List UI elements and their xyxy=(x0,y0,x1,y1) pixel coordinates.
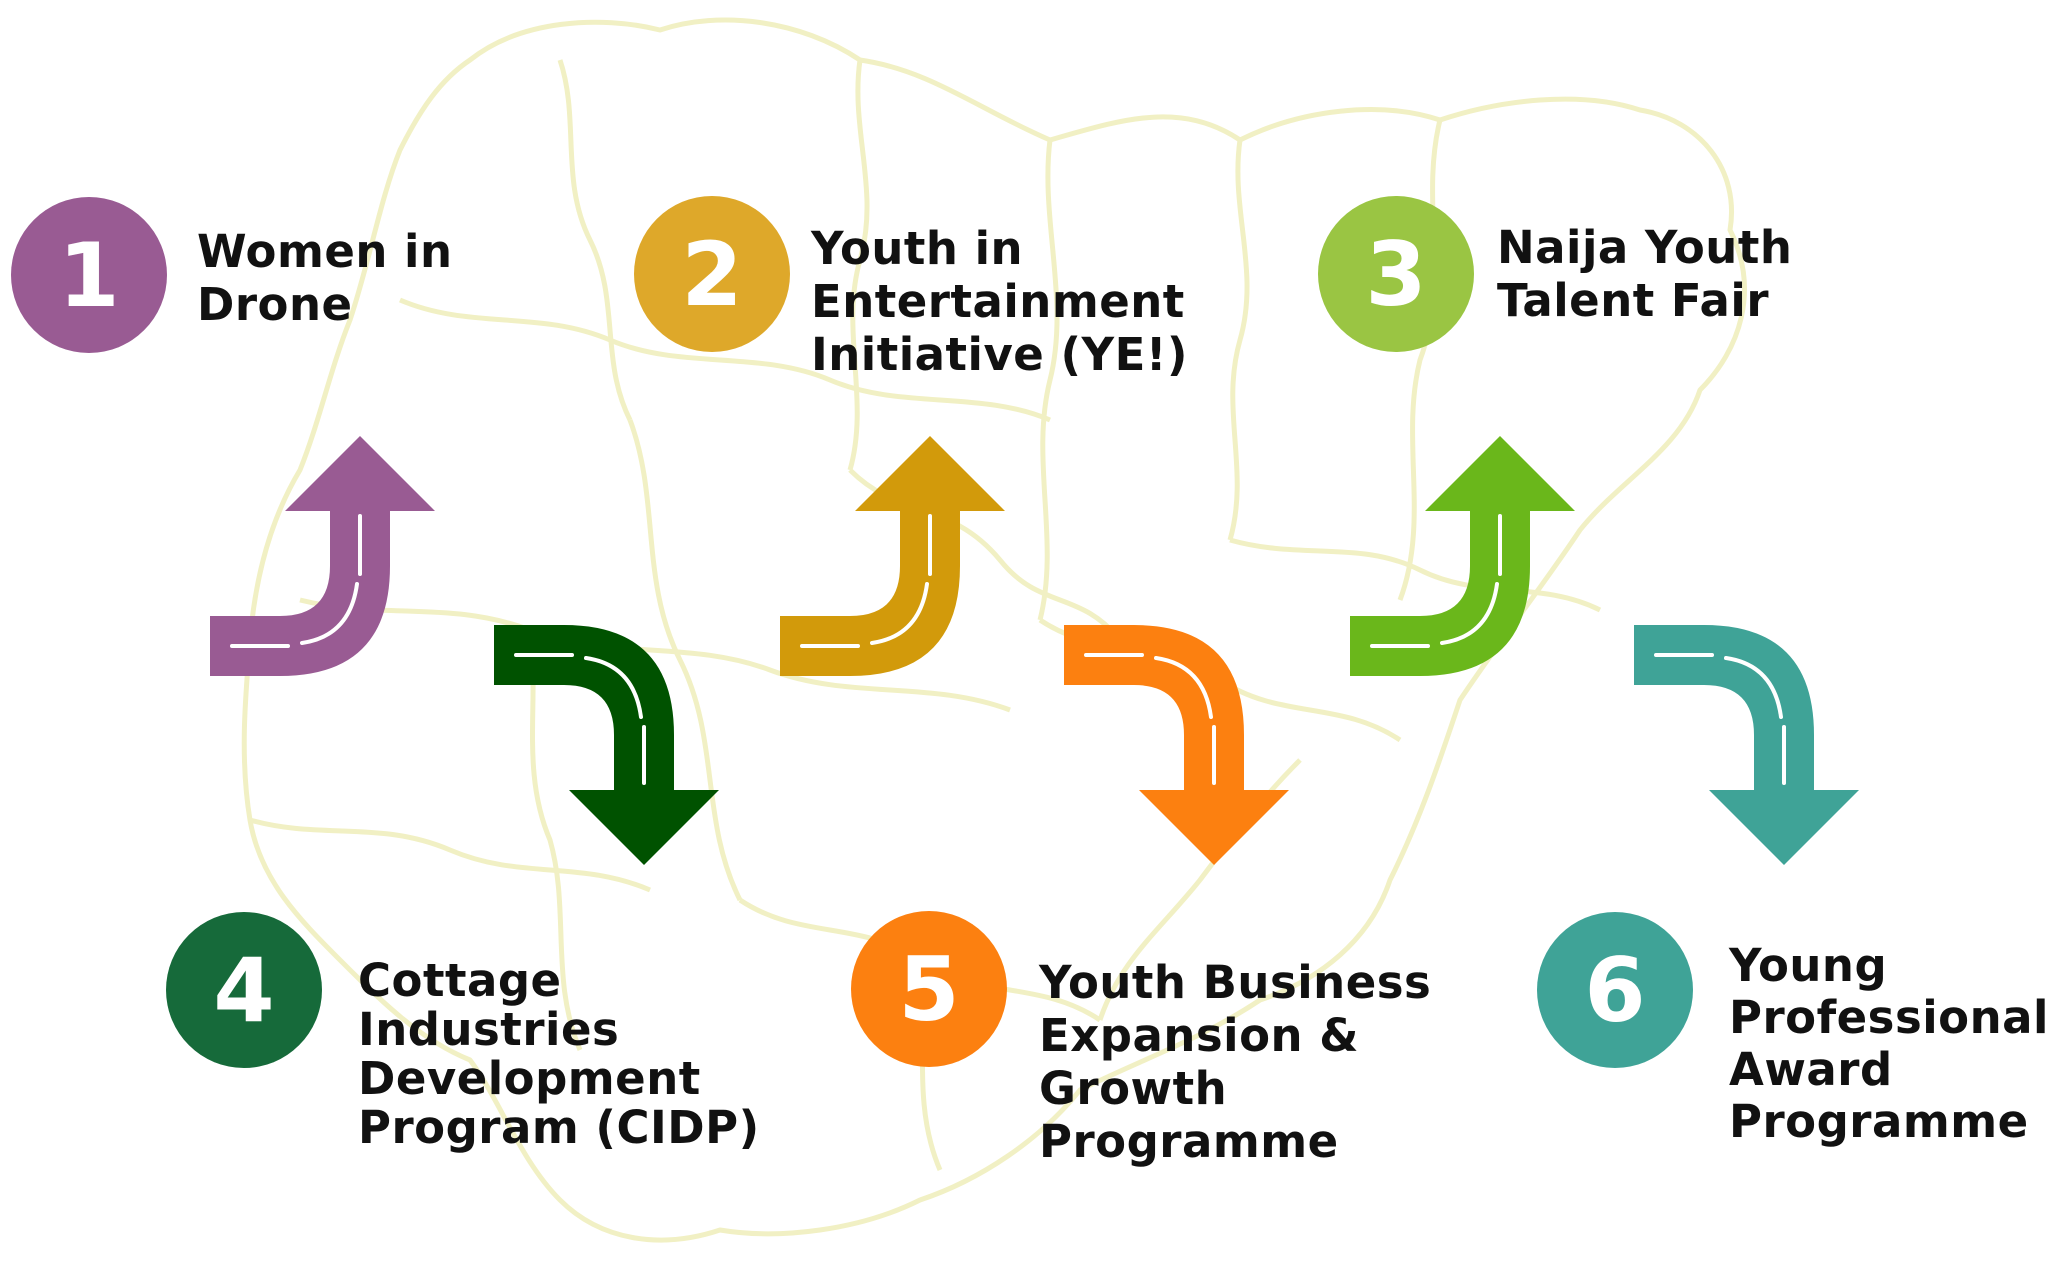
arrow-body-1 xyxy=(210,436,435,676)
step-5-label-line-4: Programme xyxy=(1039,1115,1339,1168)
arrow-lane-marking-4-2 xyxy=(1154,656,1213,719)
arrow-body-2 xyxy=(494,625,719,865)
step-3-label-line-2: Talent Fair xyxy=(1497,274,1770,327)
step-1-badge: 1 xyxy=(11,197,167,353)
arrow-lane-marking-1-2 xyxy=(300,582,359,645)
step-4-label: Cottage Industries Development Program (… xyxy=(358,956,760,1152)
step-1-label-line-1: Women in xyxy=(197,225,453,278)
step-1-label-line-2: Drone xyxy=(197,278,353,331)
step-6-label: Young Professionals Award Programme xyxy=(1729,940,2049,1148)
arrow-lane-marking-5-2 xyxy=(1440,582,1499,645)
step-4-label-line-2: Industries xyxy=(358,1003,620,1056)
step-4-label-line-3: Development xyxy=(358,1052,701,1105)
step-4-label-line-1: Cottage xyxy=(358,954,562,1007)
step-3-label-line-1: Naija Youth xyxy=(1497,221,1793,274)
step-2-label-line-3: Initiative (YE!) xyxy=(811,328,1188,381)
arrow-lane-marking-6-2 xyxy=(1724,656,1783,719)
step-6-label-line-3: Award xyxy=(1729,1043,1893,1096)
step-5-label-line-1: Youth Business xyxy=(1039,956,1432,1009)
step-3-label: Naija Youth Talent Fair xyxy=(1497,221,1792,327)
curved-down-arrow-4 xyxy=(1064,625,1289,865)
arrow-body-4 xyxy=(1064,625,1289,865)
step-4-label-line-4: Program (CIDP) xyxy=(358,1101,760,1154)
step-5-badge: 5 xyxy=(851,911,1007,1067)
curved-up-arrow-5 xyxy=(1350,436,1575,676)
step-1-label: Women in Drone xyxy=(197,225,453,331)
step-5-label: Youth Business Expansion & Growth Progra… xyxy=(1039,956,1431,1168)
step-2-label-line-2: Entertainment xyxy=(811,275,1185,328)
step-5-label-line-3: Growth xyxy=(1039,1062,1228,1115)
arrow-lane-marking-3-2 xyxy=(870,582,929,645)
curved-up-arrow-1 xyxy=(210,436,435,676)
step-6-label-line-1: Young xyxy=(1729,939,1888,992)
arrow-body-6 xyxy=(1634,625,1859,865)
step-4-badge: 4 xyxy=(166,912,322,1068)
arrow-body-3 xyxy=(780,436,1005,676)
arrow-lane-marking-2-2 xyxy=(584,656,643,719)
step-6-label-line-2: Professionals xyxy=(1729,991,2049,1044)
step-2-label-line-1: Youth in xyxy=(811,222,1024,275)
arrow-body-5 xyxy=(1350,436,1575,676)
step-3-badge: 3 xyxy=(1318,196,1474,352)
step-2-label: Youth in Entertainment Initiative (YE!) xyxy=(811,222,1188,381)
step-6-label-line-4: Programme xyxy=(1729,1095,2029,1148)
curved-down-arrow-2 xyxy=(494,625,719,865)
step-6-badge: 6 xyxy=(1537,912,1693,1068)
step-5-label-line-2: Expansion & xyxy=(1039,1009,1359,1062)
curved-down-arrow-6 xyxy=(1634,625,1859,865)
curved-up-arrow-3 xyxy=(780,436,1005,676)
step-2-badge: 2 xyxy=(634,196,790,352)
